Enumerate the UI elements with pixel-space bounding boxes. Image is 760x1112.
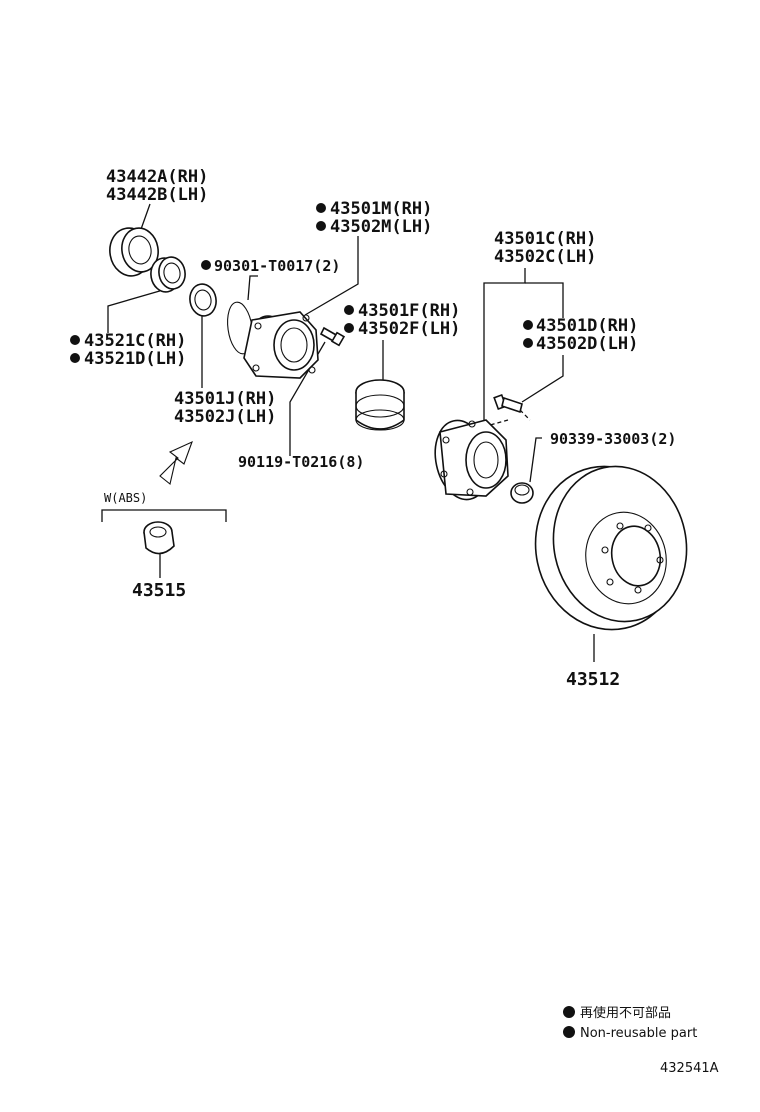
abs-sensor-rotor — [143, 521, 175, 555]
legend-text-en: Non-reusable part — [580, 1026, 697, 1041]
label-43501c: 43501C(RH) — [494, 229, 596, 249]
axle-hub — [434, 419, 509, 501]
label-43442a: 43442A(RH) — [106, 167, 208, 187]
leader-lines — [101, 203, 595, 662]
diagram-code: 432541A — [660, 1061, 719, 1076]
brake-disc — [534, 465, 688, 631]
hub-bolt — [319, 326, 346, 347]
thrust-washer — [189, 283, 217, 317]
hub-assembly — [243, 311, 319, 379]
label-43501m: 43501M(RH) — [330, 199, 432, 219]
label-43502f: 43502F(LH) — [358, 319, 460, 339]
legend-dot-1 — [563, 1006, 575, 1018]
label-90301: 90301-T0017(2) — [214, 257, 340, 275]
legend: 再使用不可部品 Non-reusable part — [563, 1005, 697, 1041]
legend-dot-2 — [563, 1026, 575, 1038]
label-43501f: 43501F(RH) — [358, 301, 460, 321]
label-43515: 43515 — [132, 580, 186, 601]
oil-seal — [109, 227, 159, 277]
label-w-abs: W(ABS) — [104, 491, 147, 505]
label-43501j: 43501J(RH) — [174, 389, 276, 409]
label-90339: 90339-33003(2) — [550, 430, 676, 448]
bearing-race — [150, 256, 186, 293]
label-43502j: 43502J(LH) — [174, 407, 276, 427]
legend-text-jp: 再使用不可部品 — [580, 1005, 671, 1021]
label-43502m: 43502M(LH) — [330, 217, 432, 237]
label-43442b: 43442B(LH) — [106, 185, 208, 205]
label-43501d: 43501D(RH) — [536, 316, 638, 336]
label-43521d: 43521D(LH) — [84, 349, 186, 369]
label-43502d: 43502D(LH) — [536, 334, 638, 354]
hub-nut — [510, 482, 534, 504]
label-43502c: 43502C(LH) — [494, 247, 596, 267]
non-reusable-markers — [70, 203, 533, 363]
label-90119: 90119-T0216(8) — [238, 453, 364, 471]
hub-stud — [493, 393, 523, 414]
inner-race — [355, 379, 405, 431]
label-43512: 43512 — [566, 669, 620, 690]
direction-arrow — [159, 440, 193, 485]
label-43521c: 43521C(RH) — [84, 331, 186, 351]
